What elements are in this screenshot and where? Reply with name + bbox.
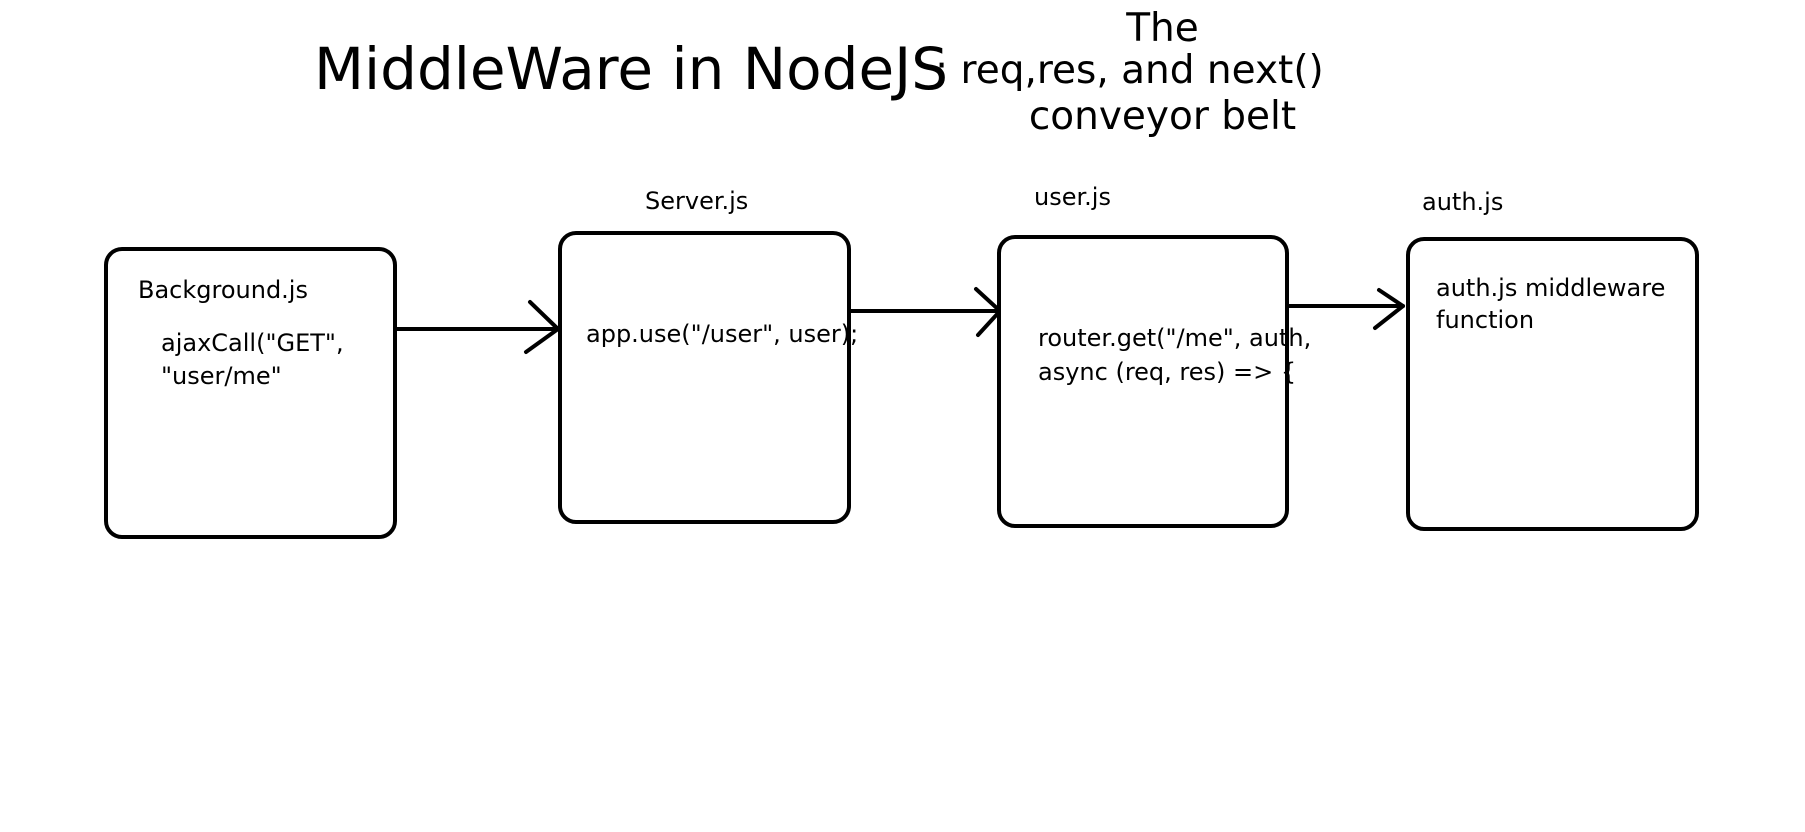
node-user-js-label: user.js [1034, 183, 1111, 211]
subtitle-line-2: : req,res, and next() [935, 48, 1324, 93]
arrow-user-to-auth [1285, 288, 1405, 330]
node-user-js: router.get("/me", auth, async (req, res)… [997, 235, 1311, 528]
arrow-server-to-user [849, 287, 1002, 337]
node-auth-js-code-line-2: function [1436, 306, 1535, 334]
arrow-background-to-server [395, 300, 560, 354]
node-background-js: Background.js ajaxCall("GET", "user/me" [104, 247, 397, 539]
node-background-js-code-line-1: ajaxCall("GET", [161, 329, 344, 357]
subtitle-line-1: The [1126, 6, 1199, 51]
subtitle-line-3: conveyor belt [1028, 94, 1297, 139]
node-background-js-code-line-2: "user/me" [161, 362, 282, 390]
diagram-title: MiddleWare in NodeJS [314, 35, 949, 103]
node-auth-js-label: auth.js [1422, 188, 1504, 216]
node-server-js-label: Server.js [645, 187, 749, 215]
node-auth-js-code-line-1: auth.js middleware [1436, 274, 1666, 302]
node-background-js-title: Background.js [138, 276, 308, 304]
node-server-js: app.use("/user", user); [558, 231, 858, 524]
node-user-js-code-line-2: async (req, res) => { [1038, 358, 1297, 386]
node-server-js-code-line-1: app.use("/user", user); [586, 320, 859, 348]
node-user-js-code-line-1: router.get("/me", auth, [1038, 324, 1312, 352]
node-auth-js: auth.js middleware function [1406, 237, 1699, 531]
